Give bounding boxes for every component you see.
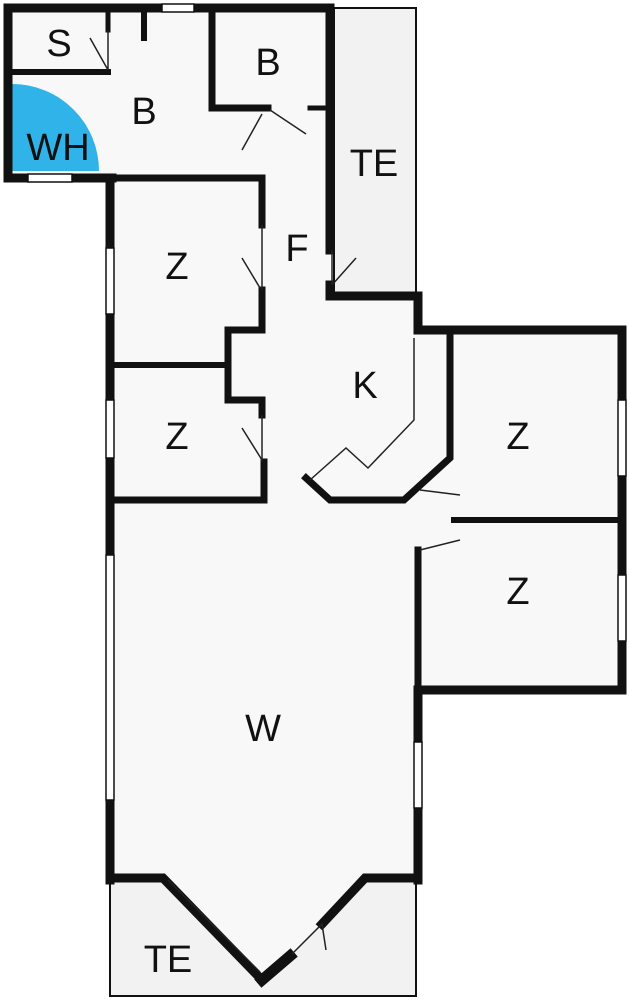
window-right-2 <box>617 574 627 642</box>
wall-bay-left <box>105 873 269 987</box>
window-left-2 <box>105 399 115 459</box>
label-bath-left: B <box>131 91 156 133</box>
door-terrace <box>331 250 357 286</box>
terrace-right-floor <box>333 7 417 299</box>
label-bedroom-4: Z <box>506 571 529 613</box>
label-living: W <box>245 708 281 750</box>
door-bed3 <box>419 489 461 496</box>
window-left-1 <box>105 247 115 315</box>
floor-fills <box>8 7 622 997</box>
window-right-1 <box>617 399 627 477</box>
label-kitchen: K <box>352 365 377 407</box>
wall-kitchen-counter <box>301 331 454 504</box>
kitchen-counter-outline <box>309 338 415 481</box>
wall-bed2-bottom <box>106 458 268 504</box>
label-bedroom-3: Z <box>506 416 529 458</box>
door-storage <box>89 30 109 71</box>
window-left-3 <box>105 554 115 801</box>
water-heater-shape <box>12 84 99 171</box>
wall-smallbath-left <box>208 6 272 112</box>
wall-hall-right-lower <box>325 280 627 885</box>
door-smallbath <box>269 109 307 135</box>
label-terrace-right: TE <box>350 143 399 185</box>
wall-bay-right-2 <box>315 873 421 931</box>
door-bay <box>291 922 327 955</box>
label-bath-top-right: B <box>255 42 280 84</box>
label-water-heater: WH <box>26 127 89 169</box>
label-bedroom-2: Z <box>165 416 188 458</box>
label-hall: F <box>285 228 308 270</box>
windows <box>27 3 627 809</box>
door-bed2 <box>241 415 263 462</box>
wall-bay-right <box>254 948 298 988</box>
window-w-right <box>413 741 423 809</box>
door-swings <box>89 30 461 973</box>
door-bath-left <box>241 113 263 151</box>
door-bay-leaf <box>167 879 261 973</box>
main-floor <box>8 8 622 982</box>
room-labels: S B B WH TE F Z K Z Z Z W TE <box>26 23 529 981</box>
window-bath-bottom <box>27 173 73 183</box>
window-top-1 <box>161 3 195 13</box>
label-bedroom-1: Z <box>165 246 188 288</box>
label-storage: S <box>46 23 71 65</box>
door-bed4 <box>419 539 461 551</box>
door-bed1 <box>241 225 263 290</box>
wall-bed1-top <box>106 174 266 229</box>
label-terrace-bottom: TE <box>144 939 193 981</box>
